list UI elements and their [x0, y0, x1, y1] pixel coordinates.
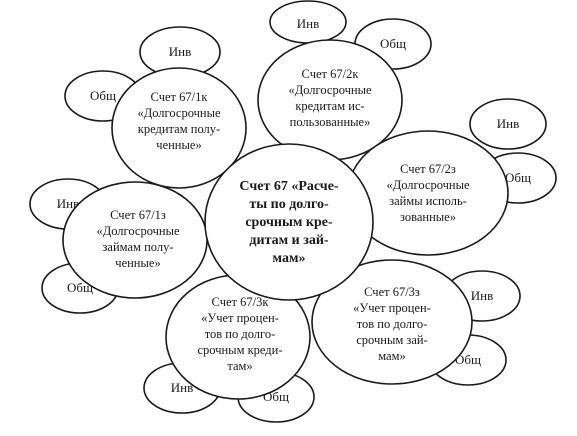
account-label-67-2k-l2: «Долгосрочные: [288, 83, 372, 97]
account-node-67-3k: Счет 67/3к «Учет процен- тов по долго- с…: [165, 274, 311, 400]
account-node-67-3z: Счет 67/3з «Учет процен- тов по долго- с…: [311, 259, 473, 385]
account-label-67-2k-l3: кредитам ис-: [295, 99, 364, 113]
account-label-67-1z-l1: Счет 67/1з: [110, 208, 166, 222]
account-label-67-2z-l3: займы исполь-: [389, 194, 467, 208]
account-label-67-3z-l2: «Учет процен-: [353, 301, 431, 315]
tag-label-67-2k-inv: Инв: [297, 16, 319, 31]
account-label-67-3k-l5: там»: [227, 359, 252, 373]
center-circle: [204, 143, 374, 301]
center-label-l3: срочным кре-: [245, 215, 333, 230]
tag-label-67-3z-inv: Инв: [471, 288, 493, 303]
account-label-67-1k-l1: Счет 67/1к: [151, 90, 209, 104]
account-circle-67-3z: [311, 259, 473, 385]
account-label-67-1z-l2: «Долгосрочные: [96, 224, 180, 238]
account-label-67-1k-l3: кредитам полу-: [138, 122, 220, 136]
account-label-67-1k-l4: ченные»: [156, 138, 201, 152]
account-label-67-3k-l4: срочным креди-: [197, 343, 282, 357]
account-node-67-2k: Счет 67/2к «Долгосрочные кредитам ис- по…: [257, 39, 403, 161]
account-label-67-3z-l1: Счет 67/3з: [364, 285, 420, 299]
account-label-67-2z-l2: «Долгосрочные: [386, 178, 470, 192]
account-label-67-1z-l3: займам полу-: [102, 240, 173, 254]
center-label-l1: Счет 67 «Расче-: [239, 179, 339, 194]
tag-label-67-1k-obsh: Общ: [90, 88, 116, 103]
tag-label-67-2k-obsh: Общ: [380, 36, 406, 51]
center-label-l2: ты по долго-: [249, 197, 329, 212]
tag-label-67-3k-inv: Инв: [171, 380, 193, 395]
tag-label-67-2z-obsh: Общ: [505, 170, 531, 185]
tag-label-67-2z-inv: Инв: [497, 116, 519, 131]
tag-circle-67-2z-inv: [469, 98, 547, 150]
account-node-67-1k: Счет 67/1к «Долгосрочные кредитам полу- …: [111, 67, 247, 189]
account-node-67-1z: Счет 67/1з «Долгосрочные займам полу- че…: [62, 181, 208, 299]
account-label-67-3k-l2: «Учет процен-: [201, 311, 279, 325]
tag-label-67-3z-obsh: Общ: [455, 352, 481, 367]
account-label-67-2z-l4: зованные»: [400, 210, 456, 224]
account-label-67-1k-l2: «Долгосрочные: [137, 106, 221, 120]
account-label-67-2z-l1: Счет 67/2з: [400, 162, 456, 176]
center-label-l4: дитам и зай-: [249, 233, 328, 248]
account-label-67-1z-l4: ченные»: [115, 256, 160, 270]
account-label-67-3z-l3: тов по долго-: [357, 317, 428, 331]
account-node-67-2z: Счет 67/2з «Долгосрочные займы исполь- з…: [347, 130, 509, 256]
tag-label-67-1z-inv: Инв: [57, 196, 79, 211]
account-label-67-3k-l1: Счет 67/3к: [212, 295, 270, 309]
tag-group-67-2k: Инв Общ: [269, 0, 432, 70]
center-node: Счет 67 «Расче- ты по долго- срочным кре…: [204, 143, 374, 301]
account-label-67-3z-l4: срочным зай-: [356, 333, 427, 347]
account-label-67-3k-l3: тов по долго-: [205, 327, 276, 341]
tag-label-67-1k-inv: Инв: [169, 44, 191, 59]
account-label-67-3z-l5: мам»: [378, 349, 406, 363]
center-label-l5: мам»: [273, 251, 306, 266]
account-circle-67-1k: [111, 67, 247, 189]
account-label-67-2k-l1: Счет 67/2к: [302, 67, 360, 81]
account-label-67-2k-l4: пользованные»: [290, 115, 371, 129]
